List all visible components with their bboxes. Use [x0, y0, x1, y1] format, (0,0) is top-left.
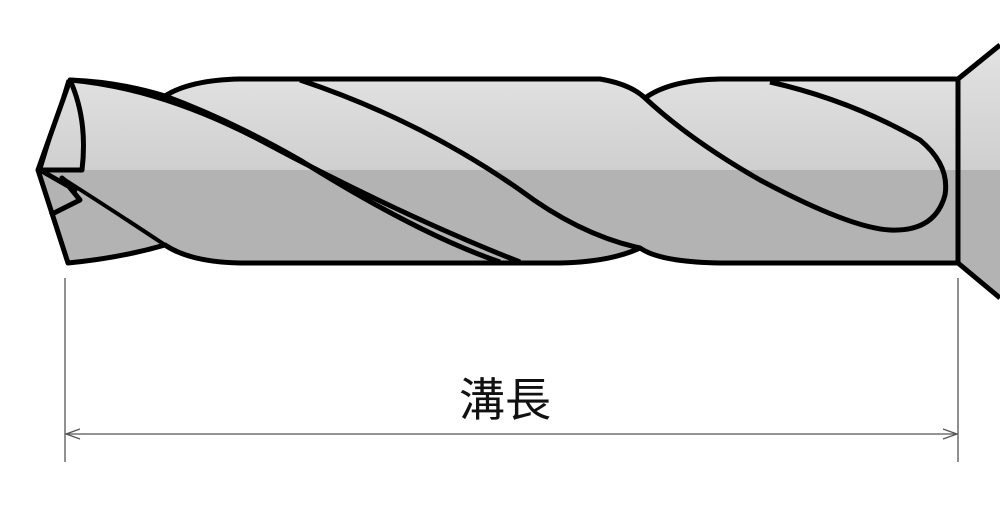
- shank: [955, 43, 1000, 300]
- drill-outline: [35, 76, 961, 266]
- flute-edge-2: [299, 77, 641, 251]
- arrow-right-icon: [942, 428, 959, 440]
- tip-lip: [60, 176, 167, 247]
- flute-edge-3: [164, 93, 501, 265]
- arrow-left-icon: [64, 428, 81, 440]
- flute-length-dimension: [64, 278, 959, 462]
- drill-body: [38, 79, 958, 263]
- cutting-edge: [38, 78, 86, 173]
- dimension-label: 溝長: [459, 373, 551, 427]
- flute-loop: [643, 79, 949, 233]
